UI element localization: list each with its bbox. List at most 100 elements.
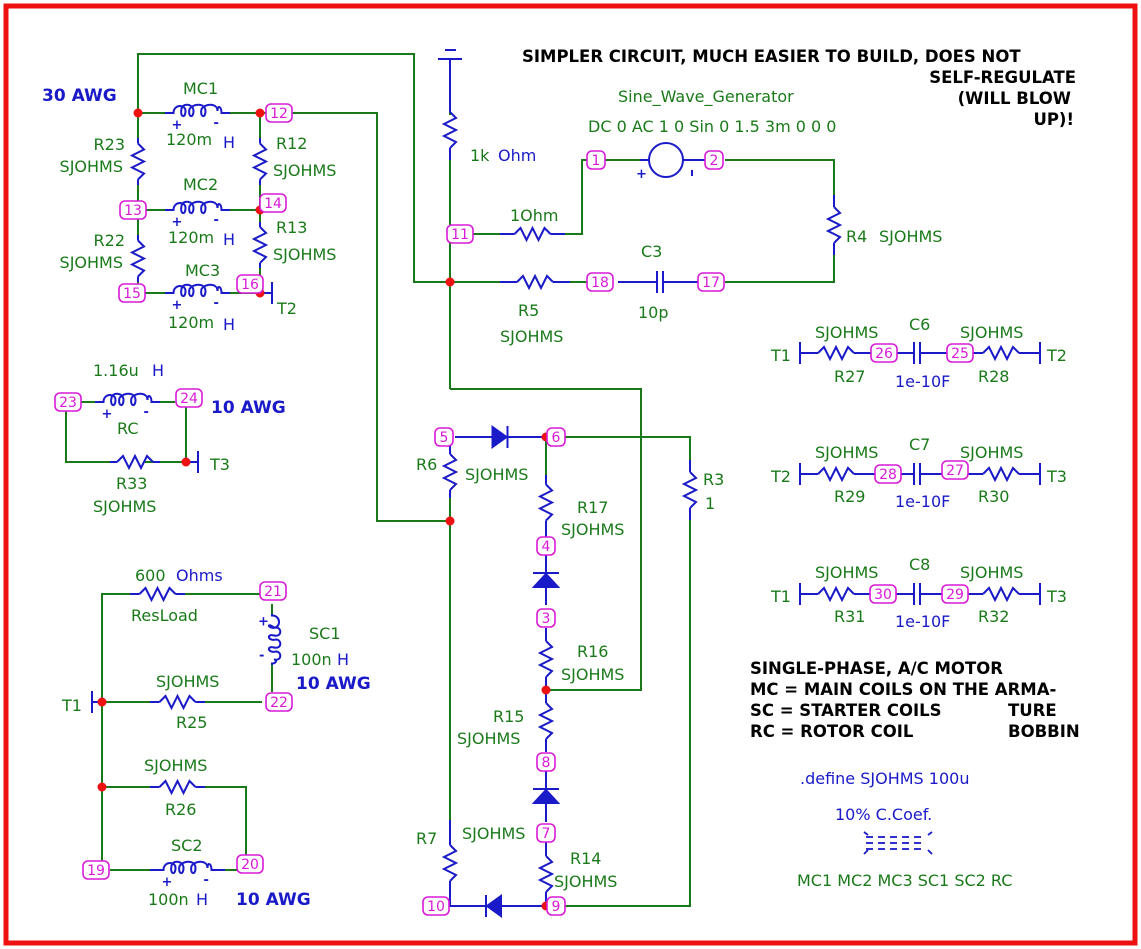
r6-value: SJOHMS <box>465 465 528 484</box>
legend-line2: MC = MAIN COILS ON THE ARMA- <box>750 680 1056 699</box>
ground-icon <box>438 49 462 100</box>
junctions <box>97 108 551 911</box>
node-pin-29: 29 <box>941 584 969 604</box>
mc3-name: MC3 <box>185 261 220 280</box>
rc-name: RC <box>117 419 139 438</box>
legend-line4b: BOBBIN <box>1008 722 1080 741</box>
r5-name: R5 <box>518 301 539 320</box>
node-pin-18: 18 <box>586 272 614 292</box>
r13-value: SJOHMS <box>273 245 336 264</box>
wires <box>65 53 835 907</box>
junction-dot <box>445 277 455 287</box>
node-pin-label: 24 <box>180 391 198 407</box>
awg-rotor-label: 10 AWG <box>211 398 286 418</box>
title-note-line3: (WILL BLOW <box>958 89 1071 108</box>
node-pin-26: 26 <box>870 343 898 363</box>
rc-unit: H <box>152 361 164 380</box>
node-pin-label: 23 <box>59 395 77 411</box>
plus-polarity-mark: + <box>636 167 647 182</box>
junction-dot <box>181 457 191 467</box>
node-pin-19: 19 <box>82 860 110 880</box>
diode-d2 <box>531 555 561 605</box>
c7-name: C7 <box>909 435 930 454</box>
node-pin-label: 10 <box>427 899 445 915</box>
r15-value: SJOHMS <box>457 729 520 748</box>
branch-c8-resistor-left <box>800 585 872 603</box>
junction-dot <box>97 782 107 792</box>
node-pin-label: 9 <box>552 899 561 915</box>
resload-unit: Ohms <box>176 566 223 585</box>
resistor-r3 <box>681 460 699 520</box>
t1-label-c6: T1 <box>770 346 791 365</box>
plus-polarity-mark: + <box>162 875 173 890</box>
coupling-label: 10% C.Coef. <box>835 805 932 824</box>
inductor-mc2: +- <box>165 200 230 230</box>
awg-sc1-label: 10 AWG <box>296 674 371 694</box>
r1k-unit: Ohm <box>498 146 536 165</box>
node-pin-15: 15 <box>118 283 146 303</box>
mc3-unit: H <box>223 315 235 334</box>
sc2-unit: H <box>196 890 208 909</box>
sc1-unit: H <box>337 650 349 669</box>
node-pin-label: 5 <box>440 430 449 446</box>
node-pin-17: 17 <box>697 272 725 292</box>
node-pin-11: 11 <box>446 224 474 244</box>
r22-name: R22 <box>94 231 125 250</box>
node-pin-label: 13 <box>124 203 142 219</box>
node-pin-label: 11 <box>451 227 469 243</box>
node-pin-6: 6 <box>546 427 566 447</box>
rc-value: 1.16u <box>93 361 139 380</box>
capacitor-c3 <box>618 271 702 293</box>
sine-generator-icon: + <box>636 142 705 182</box>
c3-name: C3 <box>641 242 662 261</box>
r33-value: SJOHMS <box>93 497 156 516</box>
c7-value: 1e-10F <box>895 492 950 511</box>
node-pin-20: 20 <box>236 854 264 874</box>
node-pin-label: 17 <box>702 275 720 291</box>
node-pin-10: 10 <box>422 896 450 916</box>
t1-label-sc: T1 <box>61 696 82 715</box>
node-pin-label: 22 <box>270 695 288 711</box>
r7-name: R7 <box>416 829 437 848</box>
r16-value: SJOHMS <box>561 665 624 684</box>
node-pin-13: 13 <box>119 200 147 220</box>
t1-label-c8: T1 <box>770 587 791 606</box>
t3-label-c7: T3 <box>1046 467 1067 486</box>
c3-value: 10p <box>638 303 669 322</box>
sc1-name: SC1 <box>309 624 341 643</box>
r1ohm-value: 1Ohm <box>510 206 559 225</box>
mc1-name: MC1 <box>183 79 218 98</box>
r15-name: R15 <box>493 707 524 726</box>
r16-name: R16 <box>577 642 608 661</box>
node-pin-2: 2 <box>704 150 724 170</box>
node-pin-label: 16 <box>241 277 259 293</box>
junction-dot <box>133 108 143 118</box>
node-pin-28: 28 <box>874 464 902 484</box>
resistor-1ohm <box>500 225 565 243</box>
resistor-r15 <box>537 690 555 752</box>
node-pin-7: 7 <box>536 823 556 843</box>
resistor-r23 <box>129 138 147 185</box>
node-pin-label: 26 <box>875 346 893 362</box>
c8-name: C8 <box>909 555 930 574</box>
node-pin-label: 19 <box>87 863 105 879</box>
title-note-line2: SELF-REGULATE <box>929 68 1076 87</box>
r29-value: SJOHMS <box>815 443 878 462</box>
r30-value: SJOHMS <box>960 443 1023 462</box>
r31-value: SJOHMS <box>815 563 878 582</box>
node-pin-label: 2 <box>710 153 719 169</box>
sc2-value: 100n <box>148 890 189 909</box>
r26-name: R26 <box>165 800 196 819</box>
r3-value: 1 <box>705 494 715 513</box>
branch-c7-resistor-right <box>962 465 1040 483</box>
minus-polarity-mark: - <box>214 213 219 228</box>
r26-value: SJOHMS <box>144 756 207 775</box>
resistor-r5 <box>500 273 570 291</box>
t3-label-rc: T3 <box>209 455 230 474</box>
resistor-r25 <box>150 693 205 711</box>
resistor-r16 <box>537 628 555 690</box>
r28-value: SJOHMS <box>960 323 1023 342</box>
r22-value: SJOHMS <box>60 253 123 272</box>
mc2-name: MC2 <box>183 175 218 194</box>
r12-name: R12 <box>276 134 307 153</box>
